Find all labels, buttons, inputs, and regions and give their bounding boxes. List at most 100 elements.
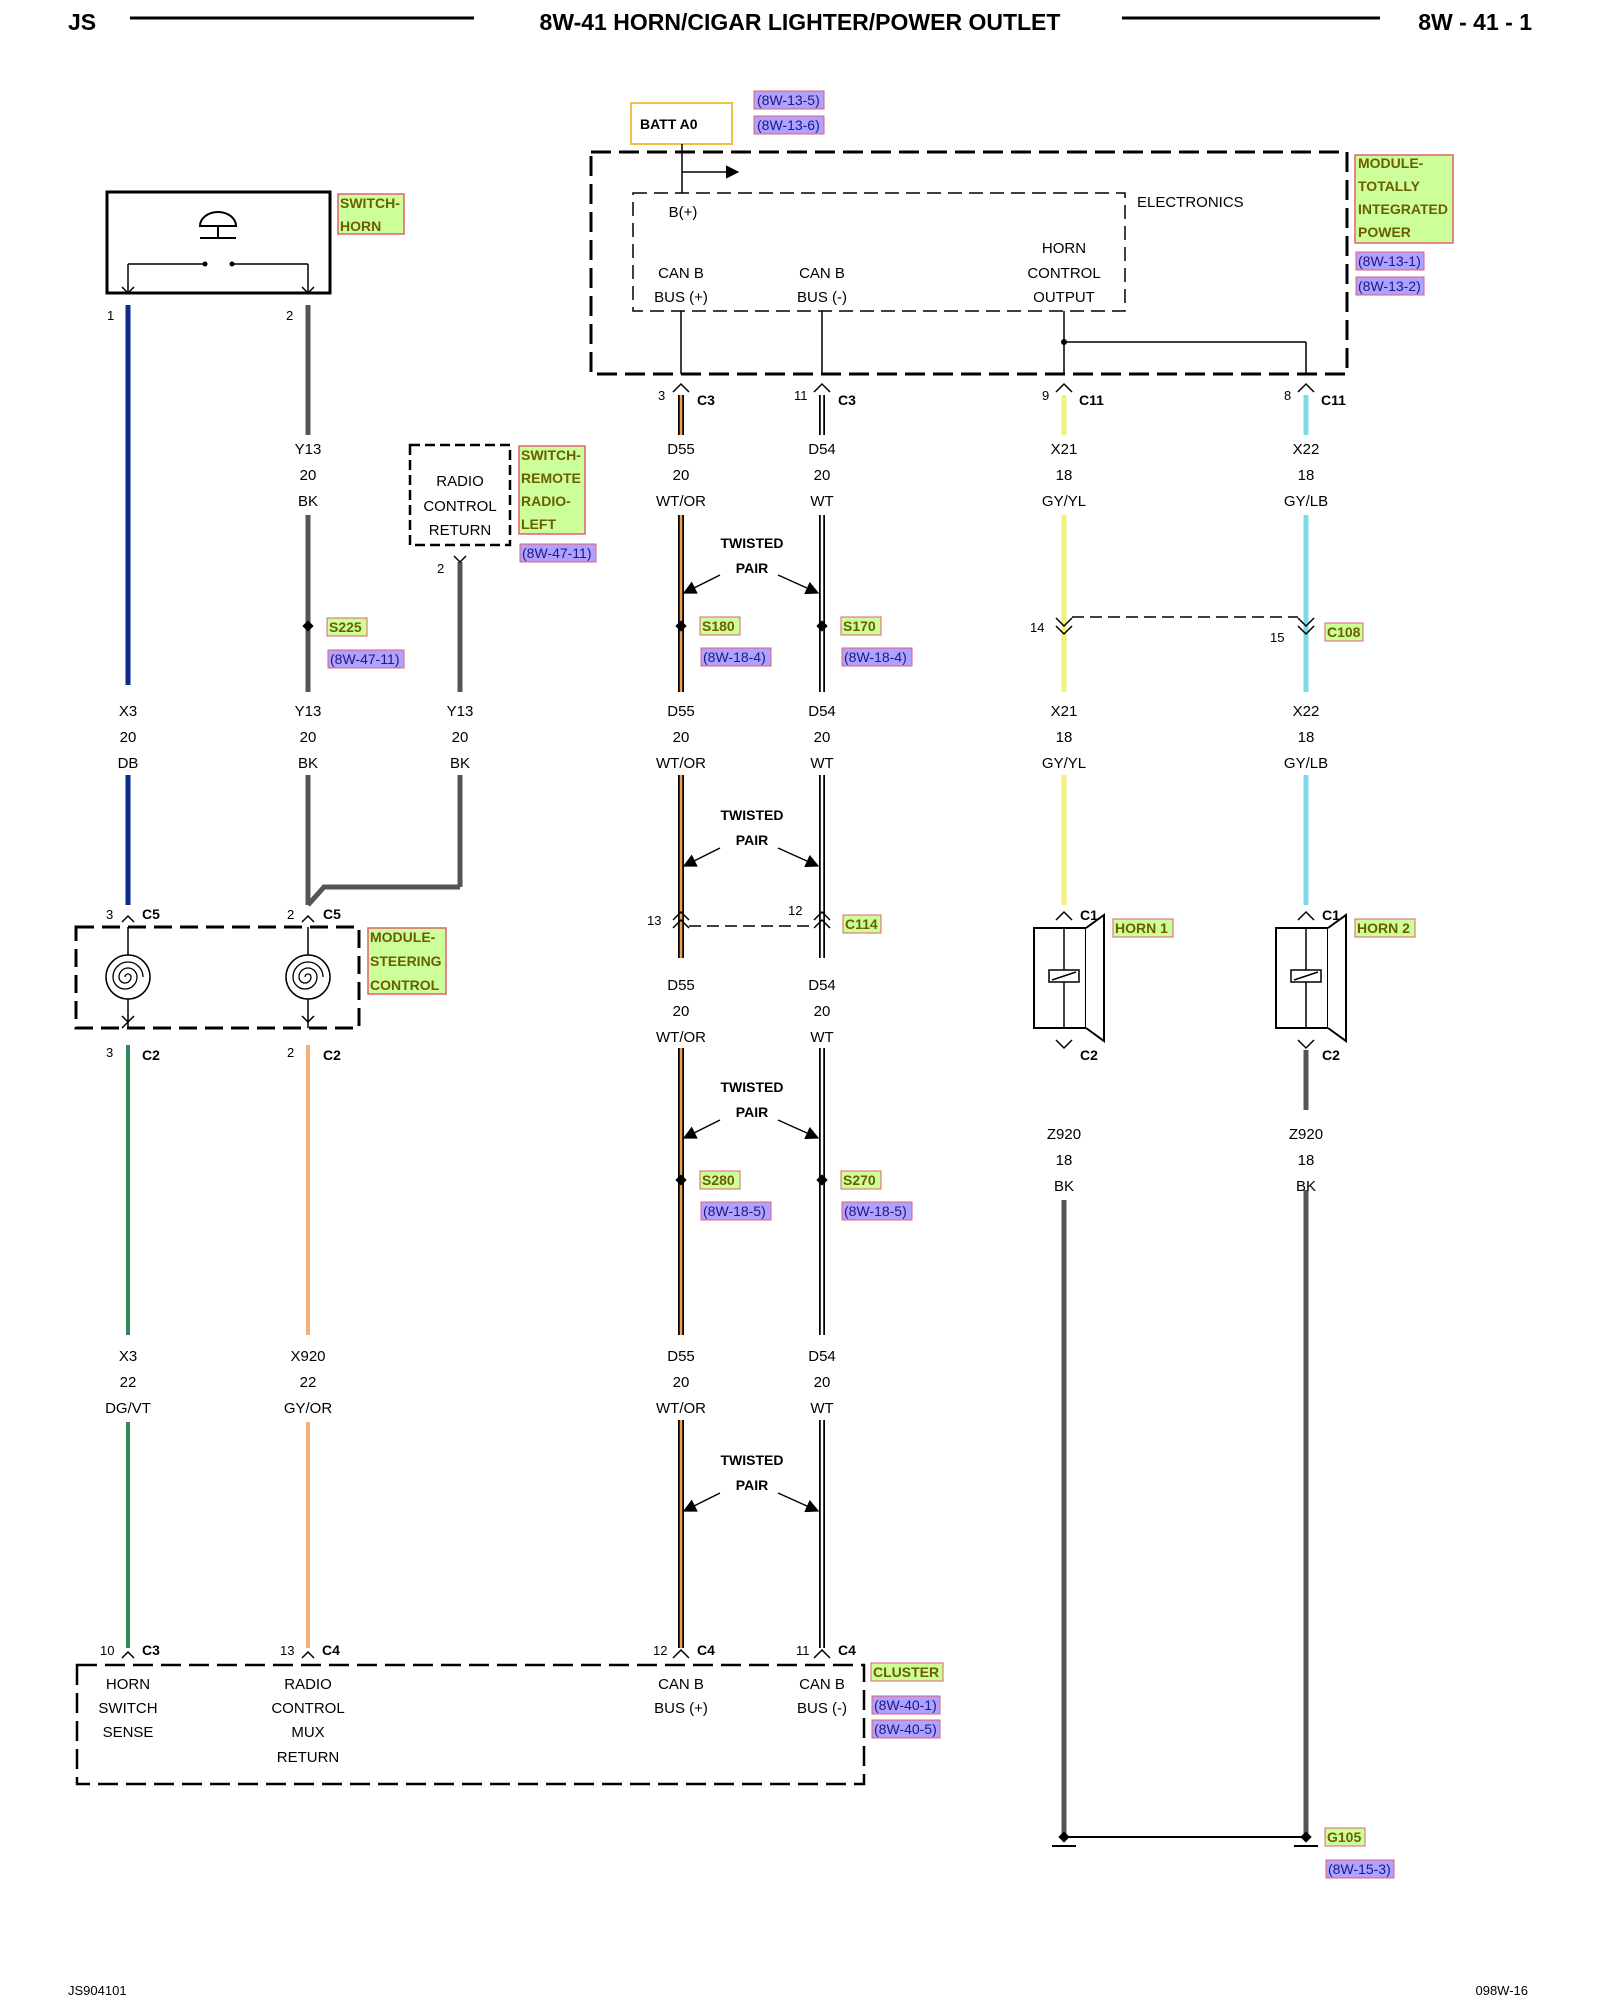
svg-text:HORN: HORN: [106, 1676, 150, 1693]
connector-c114: 13 12 C114: [647, 903, 882, 934]
svg-text:SWITCH-: SWITCH-: [340, 195, 400, 211]
svg-text:REMOTE: REMOTE: [521, 470, 581, 486]
svg-text:C4: C4: [838, 1642, 856, 1658]
svg-text:BUS (+): BUS (+): [654, 1700, 708, 1717]
svg-text:11: 11: [794, 388, 808, 403]
svg-text:CONTROL: CONTROL: [271, 1700, 344, 1717]
svg-text:15: 15: [1270, 630, 1284, 645]
footer-right: 098W-16: [1475, 1983, 1528, 1998]
svg-text:RADIO: RADIO: [284, 1676, 332, 1693]
horn-2: C1 C2 HORN 2: [1275, 907, 1416, 1063]
svg-text:20: 20: [814, 1374, 831, 1391]
svg-text:C3: C3: [838, 392, 856, 408]
svg-text:(8W-40-5): (8W-40-5): [874, 1721, 937, 1737]
svg-text:13: 13: [280, 1643, 294, 1658]
svg-text:22: 22: [300, 1374, 317, 1391]
svg-text:BK: BK: [1054, 1178, 1074, 1195]
svg-text:POWER: POWER: [1358, 224, 1411, 240]
svg-text:13: 13: [647, 913, 661, 928]
svg-text:(8W-18-5): (8W-18-5): [844, 1203, 907, 1219]
svg-text:Z920: Z920: [1289, 1126, 1323, 1143]
svg-text:D54: D54: [808, 703, 836, 720]
svg-text:18: 18: [1056, 467, 1073, 484]
svg-text:C108: C108: [1327, 624, 1361, 640]
module-steering-control: 3 C5 2 C5 MODULE- STEERING CONTROL 3 C2 …: [74, 906, 447, 1063]
svg-text:18: 18: [1298, 467, 1315, 484]
svg-text:RADIO-: RADIO-: [521, 493, 571, 509]
svg-text:GY/LB: GY/LB: [1284, 493, 1328, 510]
batt-label: BATT A0: [640, 116, 698, 132]
header-right: 8W - 41 - 1: [1418, 9, 1532, 35]
svg-text:WT: WT: [810, 1029, 833, 1046]
svg-text:D54: D54: [808, 977, 836, 994]
svg-text:(8W-47-11): (8W-47-11): [330, 651, 400, 667]
svg-text:HORN 2: HORN 2: [1357, 920, 1410, 936]
svg-text:BK: BK: [298, 755, 318, 772]
svg-text:20: 20: [452, 729, 469, 746]
svg-text:S170: S170: [843, 618, 876, 634]
svg-text:C11: C11: [1079, 392, 1104, 408]
svg-text:WT/OR: WT/OR: [656, 1029, 706, 1046]
svg-text:WT: WT: [810, 755, 833, 772]
twisted-pair-1: TWISTED PAIR: [682, 535, 820, 595]
svg-text:D55: D55: [667, 703, 695, 720]
svg-text:C1: C1: [1080, 907, 1098, 923]
svg-text:SENSE: SENSE: [103, 1724, 154, 1741]
svg-text:X3: X3: [119, 1348, 137, 1365]
svg-text:OUTPUT: OUTPUT: [1033, 289, 1095, 306]
svg-text:Z920: Z920: [1047, 1126, 1081, 1143]
wire-labels-c: D55 20 WT/OR D54 20 WT Z920 18 BK Z920 1…: [656, 977, 1323, 1195]
svg-text:2: 2: [286, 308, 293, 323]
svg-text:D54: D54: [808, 1348, 836, 1365]
svg-text:Y13: Y13: [295, 703, 322, 720]
svg-text:Y13: Y13: [295, 441, 322, 458]
svg-text:20: 20: [300, 729, 317, 746]
svg-text:2: 2: [437, 561, 444, 576]
svg-text:20: 20: [673, 1003, 690, 1020]
svg-text:(8W-15-3): (8W-15-3): [1328, 1861, 1391, 1877]
svg-text:HORN: HORN: [340, 218, 381, 234]
splice-s170: S170 (8W-18-4): [816, 616, 913, 667]
svg-text:20: 20: [814, 1003, 831, 1020]
svg-text:BUS (-): BUS (-): [797, 289, 847, 306]
svg-text:D55: D55: [667, 441, 695, 458]
svg-text:HORN: HORN: [1042, 240, 1086, 257]
svg-text:20: 20: [300, 467, 317, 484]
svg-text:11: 11: [796, 1643, 810, 1658]
page-header: JS 8W-41 HORN/CIGAR LIGHTER/POWER OUTLET…: [68, 9, 1532, 35]
splice-s270: S270 (8W-18-5): [816, 1170, 913, 1221]
batt-ref-2: (8W-13-6): [757, 117, 820, 133]
svg-text:20: 20: [673, 467, 690, 484]
svg-text:WT: WT: [810, 493, 833, 510]
svg-text:(8W-18-4): (8W-18-4): [844, 649, 907, 665]
svg-text:C11: C11: [1321, 392, 1346, 408]
svg-text:3: 3: [106, 907, 113, 922]
svg-text:9: 9: [1042, 388, 1049, 403]
svg-text:X22: X22: [1293, 441, 1320, 458]
svg-text:C5: C5: [323, 906, 341, 922]
svg-text:SWITCH: SWITCH: [98, 1700, 157, 1717]
svg-text:SWITCH-: SWITCH-: [521, 447, 581, 463]
svg-text:20: 20: [814, 729, 831, 746]
svg-text:WT: WT: [810, 1400, 833, 1417]
svg-text:2: 2: [287, 1045, 294, 1060]
tipm-module: ELECTRONICS B(+) CAN B BUS (+) CAN B BUS…: [589, 144, 1454, 376]
svg-text:CLUSTER: CLUSTER: [873, 1664, 939, 1680]
svg-text:D54: D54: [808, 441, 836, 458]
svg-text:BK: BK: [1296, 1178, 1316, 1195]
svg-text:2: 2: [287, 907, 294, 922]
svg-text:WT/OR: WT/OR: [656, 1400, 706, 1417]
svg-text:C4: C4: [322, 1642, 340, 1658]
svg-text:Y13: Y13: [447, 703, 474, 720]
svg-text:HORN 1: HORN 1: [1115, 920, 1168, 936]
svg-text:LEFT: LEFT: [521, 516, 556, 532]
svg-text:RADIO: RADIO: [436, 473, 484, 490]
svg-text:X22: X22: [1293, 703, 1320, 720]
svg-text:10: 10: [100, 1643, 114, 1658]
svg-text:(8W-13-1): (8W-13-1): [1358, 253, 1421, 269]
svg-text:CAN B: CAN B: [799, 265, 845, 282]
svg-text:S270: S270: [843, 1172, 876, 1188]
footer-left: JS904101: [68, 1983, 127, 1998]
svg-text:C3: C3: [697, 392, 715, 408]
svg-text:(8W-13-2): (8W-13-2): [1358, 278, 1421, 294]
